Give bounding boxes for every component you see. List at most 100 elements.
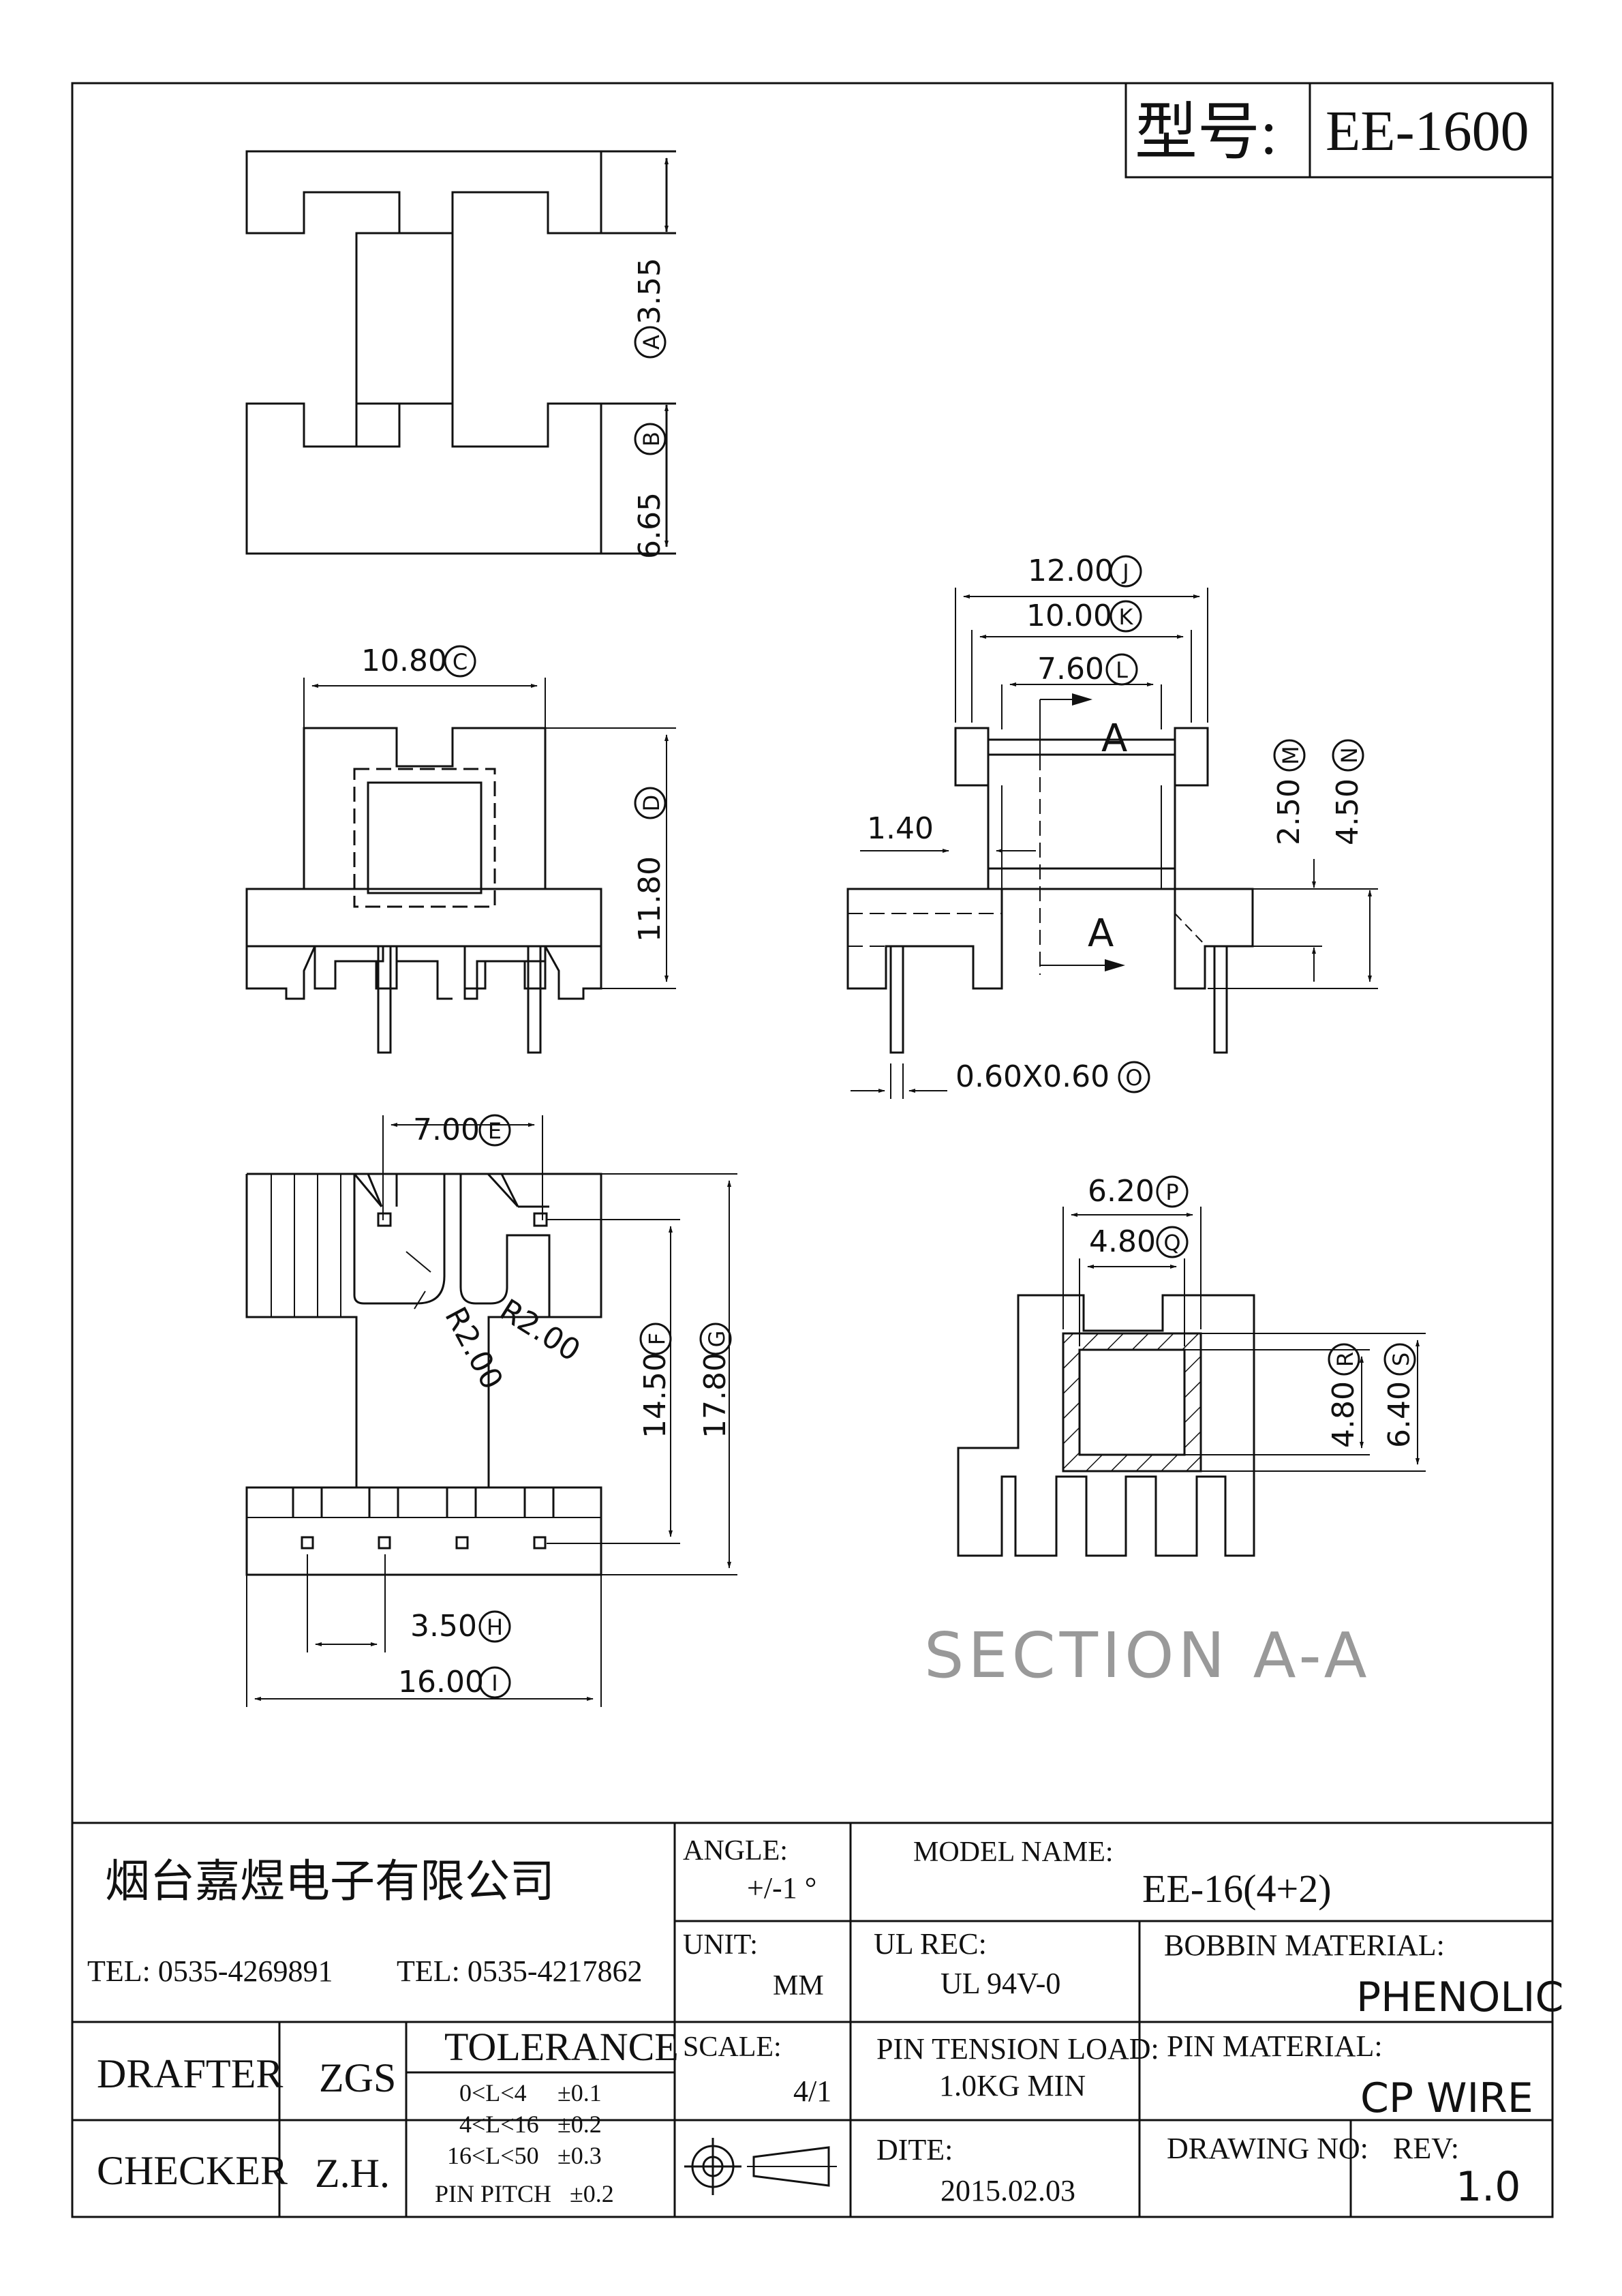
dim-N-tag: N (1336, 747, 1362, 764)
pin-material-label: PIN MATERIAL: (1167, 2029, 1383, 2063)
dim-S: 6.40 S (1382, 1343, 1417, 1448)
unit-value: MM (773, 1970, 824, 2002)
section-view (957, 1207, 1426, 1557)
dim-J-tag: J (1121, 559, 1129, 585)
pin-pitch-tol: ±0.2 (570, 2180, 614, 2207)
dim-J: 12.00 J (1028, 554, 1142, 588)
dim-A-value: 3.55 (632, 258, 667, 324)
dim-H-value: 3.50 (410, 1609, 477, 1644)
dim-flange-value: 1.40 (867, 811, 934, 846)
tolerance-label: TOLERANCE (444, 2025, 679, 2069)
pin-pitch-label: PIN PITCH (435, 2180, 551, 2207)
dim-F-value: 14.50 (638, 1353, 673, 1438)
drawing-no-label: DRAWING NO: (1167, 2132, 1368, 2165)
dim-L: 7.60 L (1037, 652, 1138, 686)
model-label: 型号: (1135, 97, 1278, 167)
dim-G-tag: G (704, 1331, 730, 1348)
dim-N: 4.50 N (1330, 739, 1365, 845)
dim-K-tag: K (1119, 604, 1134, 630)
dim-Q: 4.80 Q (1089, 1224, 1189, 1259)
dim-L-value: 7.60 (1037, 652, 1104, 686)
section-marker-top: A (1101, 716, 1127, 761)
dim-H: 3.50 H (410, 1609, 511, 1644)
front-view (245, 678, 676, 1054)
drafter-value: ZGS (319, 2055, 396, 2100)
dim-R-tag: R (1332, 1352, 1358, 1367)
dim-K-value: 10.00 (1026, 599, 1112, 633)
tolerance-range-1: 0<L<4 (459, 2079, 527, 2106)
date-value: 2015.02.03 (940, 2174, 1075, 2207)
side-view (846, 588, 1378, 1099)
dim-A-tag: A (639, 335, 664, 350)
dim-B-tag: B (639, 432, 664, 447)
top-view (245, 150, 676, 555)
pin-material-value: CP WIRE (1360, 2074, 1533, 2122)
dim-C-tag: C (453, 649, 468, 675)
scale-value: 4/1 (793, 2074, 831, 2108)
dim-D: 11.80 D (632, 787, 667, 942)
dim-M: 2.50 M (1272, 739, 1306, 845)
dim-N-value: 4.50 (1330, 779, 1365, 845)
model-value: EE-1600 (1326, 100, 1529, 163)
scale-label: SCALE: (683, 2031, 782, 2063)
dim-O: 0.60X0.60 O (955, 1059, 1150, 1094)
dim-P-tag: P (1165, 1179, 1178, 1205)
dim-B-value: 6.65 (632, 492, 667, 559)
ul-value: UL 94V-0 (940, 1967, 1060, 2000)
dim-H-tag: H (487, 1614, 503, 1640)
pin-tension-value: 1.0KG MIN (939, 2069, 1086, 2102)
dim-P-value: 6.20 (1088, 1174, 1154, 1209)
angle-label: ANGLE: (683, 1835, 788, 1867)
dim-M-tag: M (1278, 746, 1304, 765)
dim-S-tag: S (1388, 1353, 1414, 1366)
dim-S-value: 6.40 (1382, 1381, 1417, 1448)
dim-Q-tag: Q (1163, 1230, 1180, 1256)
tolerance-value-1: ±0.1 (557, 2079, 602, 2106)
dim-D-value: 11.80 (632, 856, 667, 942)
angle-value: +/-1 ° (747, 1871, 816, 1905)
tel-2: TEL: 0535-4217862 (397, 1954, 643, 1988)
dim-I-value: 16.00 (398, 1665, 484, 1700)
dim-C-value: 10.80 (361, 644, 447, 678)
model-name-value: EE-16(4+2) (1142, 1867, 1332, 1911)
dim-G-value: 17.80 (698, 1353, 733, 1438)
ul-label: UL REC: (874, 1927, 987, 1961)
section-marker-bottom: A (1088, 911, 1114, 956)
date-label: DITE: (876, 2133, 953, 2166)
drafter-label: DRAFTER (97, 2051, 283, 2096)
model-header: 型号: EE-1600 (1124, 82, 1554, 179)
radius-label-1: R2.00 (493, 1293, 586, 1368)
title-block-grid (72, 1822, 1552, 2217)
projection-symbol-icon (684, 2138, 837, 2195)
tel-1: TEL: 0535-4269891 (87, 1954, 333, 1988)
dim-R-value: 4.80 (1326, 1381, 1361, 1448)
rev-label: REV: (1393, 2132, 1459, 2165)
dim-L-tag: L (1116, 657, 1128, 683)
unit-label: UNIT: (683, 1929, 758, 1961)
rev-value: 1.0 (1456, 2163, 1520, 2211)
dim-O-value: 0.60X0.60 (955, 1059, 1110, 1094)
dim-G: 17.80 G (698, 1323, 733, 1438)
dim-I: 16.00 I (398, 1665, 511, 1700)
dim-C: 10.80 C (361, 644, 476, 678)
bobbin-material-label: BOBBIN MATERIAL: (1164, 1929, 1445, 1962)
drawing-border (71, 82, 1554, 2218)
pin-tension-label: PIN TENSION LOAD: (876, 2032, 1159, 2066)
dim-I-tag: I (491, 1670, 498, 1696)
section-caption: SECTION A-A (924, 1619, 1371, 1692)
dim-E-tag: E (488, 1118, 502, 1144)
checker-value: Z.H. (315, 2151, 390, 2196)
bottom-view (245, 1115, 737, 1707)
tolerance-value-3: ±0.3 (557, 2142, 602, 2169)
dim-J-value: 12.00 (1028, 554, 1114, 588)
dim-P: 6.20 P (1088, 1174, 1189, 1209)
dim-O-tag: O (1125, 1065, 1142, 1091)
dim-M-value: 2.50 (1272, 779, 1306, 845)
checker-label: CHECKER (97, 2148, 288, 2193)
dim-F: 14.50 F (638, 1323, 673, 1438)
tolerance-value-2: ±0.2 (557, 2111, 602, 2138)
dim-Q-value: 4.80 (1089, 1224, 1156, 1259)
tolerance-range-2: 4<L<16 (459, 2111, 539, 2138)
model-name-label: MODEL NAME: (913, 1837, 1114, 1868)
